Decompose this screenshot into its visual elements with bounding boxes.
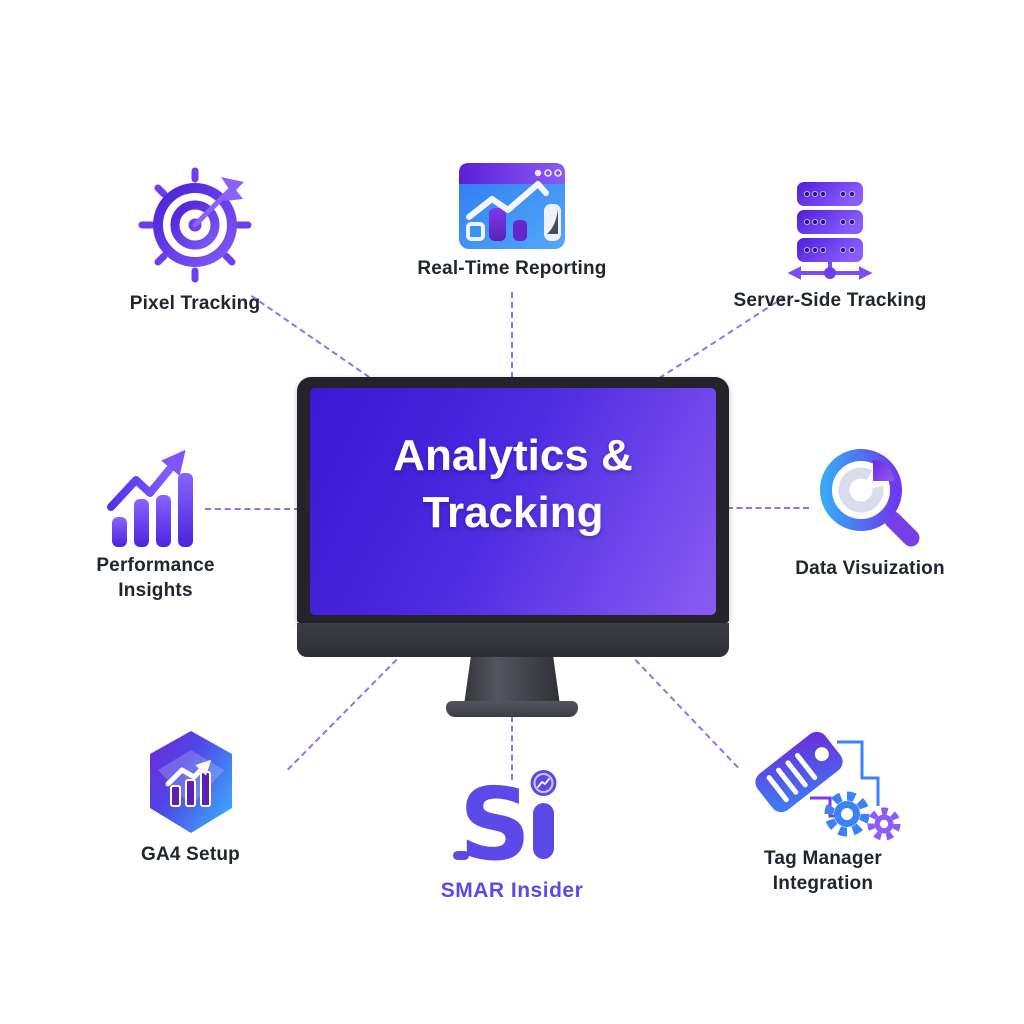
tag-gears-icon (755, 731, 901, 841)
smar-insider-logo-icon: S (453, 766, 557, 877)
connector-bottom-center (511, 716, 513, 780)
feature-label-line2: Insights (118, 579, 193, 601)
screen-title-line2: Tracking (422, 487, 604, 537)
svg-text:S: S (459, 766, 531, 877)
growth-bar-chart-icon (106, 449, 193, 547)
feature-label-line1: Performance (96, 555, 215, 576)
server-stack-icon (787, 182, 873, 280)
feature-server-side-tracking: Server-Side Tracking (730, 178, 930, 314)
connector-left (205, 508, 300, 510)
monitor-base (446, 701, 578, 717)
monitor: Analytics & Tracking (297, 377, 729, 623)
screen-title-line1: Analytics & (393, 431, 633, 481)
feature-label: Tag Manager Integration (764, 847, 882, 896)
connector-top-center (511, 292, 513, 378)
brand-name: SMAR Insider (440, 879, 584, 902)
feature-label: Pixel Tracking (129, 293, 261, 314)
target-arrow-icon (138, 167, 252, 283)
feature-label: Server-Side Tracking (733, 290, 927, 311)
browser-chart-icon (459, 163, 565, 249)
feature-data-visualization: Data Visuization (770, 440, 970, 582)
feature-label: GA4 Setup (141, 844, 240, 865)
monitor-screen: Analytics & Tracking (310, 388, 716, 615)
monitor-stand (464, 657, 560, 705)
feature-real-time-reporting: Real-Time Reporting (405, 160, 619, 282)
feature-pixel-tracking: Pixel Tracking (90, 163, 300, 317)
blue-gear-icon (824, 791, 870, 837)
feature-ga4-setup: GA4 Setup (98, 728, 283, 868)
magnifier-pie-chart-icon (820, 449, 920, 547)
feature-tag-manager-integration: Tag Manager Integration (718, 722, 928, 896)
feature-label: Real-Time Reporting (417, 258, 607, 279)
brand-block: S SMAR Insider (410, 765, 614, 903)
purple-gear-icon (867, 807, 901, 841)
feature-label-line1: Tag Manager (764, 848, 882, 869)
hexagon-analytics-icon (149, 731, 232, 833)
feature-label: Performance Insights (96, 554, 214, 603)
connector-bottom-left (287, 658, 398, 771)
feature-label: Data Visuization (795, 558, 945, 579)
connector-right (727, 507, 809, 509)
feature-performance-insights: Performance Insights (58, 443, 253, 603)
feature-label-line2: Integration (772, 872, 874, 894)
monitor-chin (297, 623, 729, 657)
